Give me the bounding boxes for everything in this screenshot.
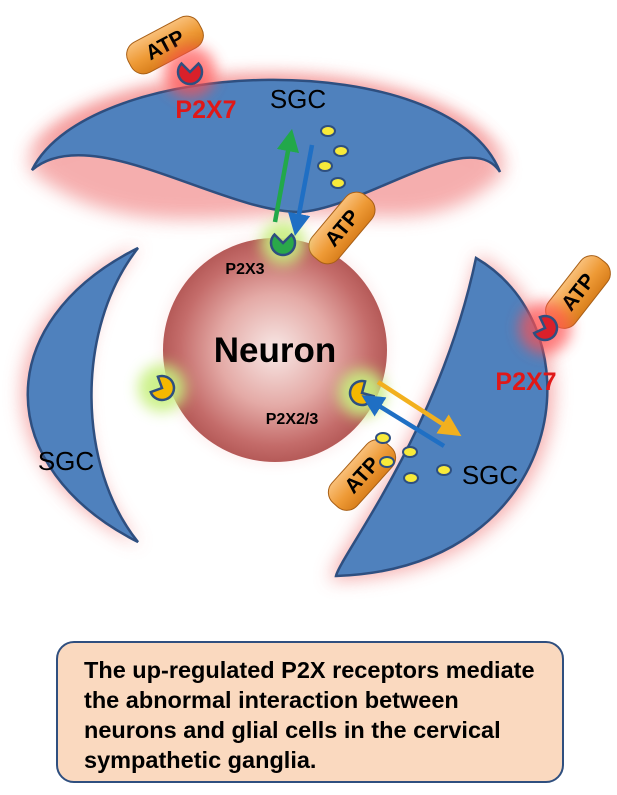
atp-middle: ATP [308,191,376,265]
neuron-label: Neuron [214,331,337,370]
sgc-label-left: SGC [38,446,94,476]
p2x23-label: P2X2/3 [266,411,319,428]
p2x7-receptor-top [176,61,204,86]
p2x7-receptor-right [532,314,559,342]
sgc-top [28,75,505,220]
arrow-neuron-to-sgc-orange [376,380,462,437]
p2x7-label-top: P2X7 [175,96,236,124]
arrow-neuron-to-sgc-green [272,128,300,223]
sgc-left [21,245,140,545]
p2x7-label-right: P2X7 [495,368,556,396]
p2x23-receptor-left [149,374,176,402]
atp-top-left: ATP [126,15,204,75]
arrow-sgc-to-neuron-blue-bottom [361,395,446,448]
caption-box: The up-regulated P2X receptors mediate t… [56,641,564,783]
vesicles-bottom [375,432,452,484]
neuron-body [163,238,387,462]
sgc-label-right: SGC [462,460,518,490]
sgc-label-top: SGC [270,84,326,114]
p2x3-receptor [269,232,297,257]
p2x3-label: P2X3 [225,261,264,278]
vesicles-top [317,125,349,189]
arrow-sgc-to-neuron-blue-top [288,144,315,237]
